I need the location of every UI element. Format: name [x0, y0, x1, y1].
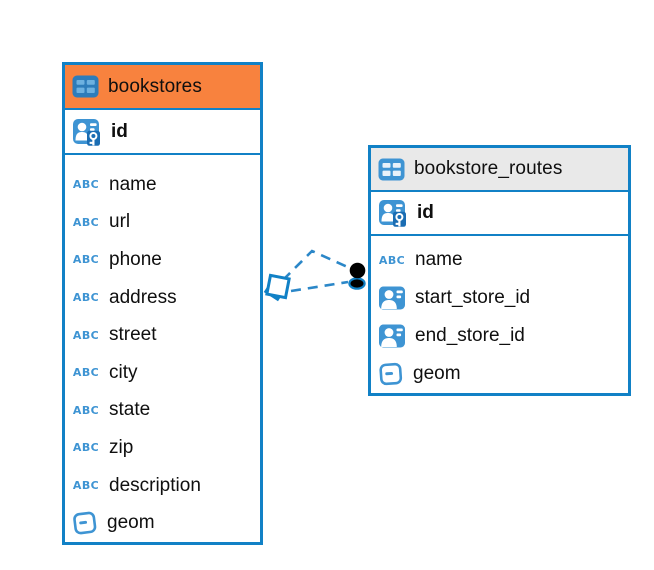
table-bookstore-routes[interactable]: bookstore_routes id ABC name [368, 145, 631, 396]
column-label: geom [107, 512, 155, 534]
column-row-id[interactable]: id [65, 110, 260, 155]
table-header-bookstores[interactable]: bookstores [65, 65, 260, 110]
column-label: start_store_id [415, 287, 531, 308]
column-row-start-store-id[interactable]: start_store_id [371, 279, 628, 317]
text-type-icon: ABC [72, 215, 100, 229]
column-row-geom[interactable]: geom [65, 504, 260, 542]
column-label: address [109, 286, 177, 308]
column-label: url [109, 211, 131, 233]
text-type-icon: ABC [378, 253, 406, 267]
relationship-target-marker[interactable] [348, 262, 366, 290]
column-row-address[interactable]: ABC address [65, 279, 260, 317]
table-bookstores[interactable]: bookstores id ABC name ABC [62, 62, 263, 545]
text-type-icon: ABC [72, 253, 100, 267]
relationship-line-1[interactable] [282, 249, 353, 281]
column-label: zip [109, 436, 134, 458]
column-label: state [109, 399, 151, 421]
column-list: ABC name start_store_id [371, 236, 628, 393]
column-label: street [109, 324, 157, 346]
column-list: ABC name ABC url ABC phone ABC address A… [65, 155, 260, 542]
text-type-icon: ABC [72, 366, 100, 380]
relationship-line-2[interactable] [290, 280, 349, 293]
column-label: name [415, 249, 463, 270]
text-type-icon: ABC [72, 479, 100, 493]
table-name: bookstore_routes [414, 158, 563, 179]
column-label: phone [109, 248, 162, 270]
column-row-city[interactable]: ABC city [65, 354, 260, 392]
geometry-type-icon [73, 511, 97, 535]
geometry-type-icon [379, 362, 403, 386]
table-icon [72, 75, 99, 98]
text-type-icon: ABC [72, 328, 100, 342]
column-row-description[interactable]: ABC description [65, 467, 260, 505]
foreign-key-icon [379, 286, 405, 310]
column-label: id [417, 202, 434, 223]
table-name: bookstores [108, 75, 202, 97]
column-label: name [109, 173, 157, 195]
column-row-url[interactable]: ABC url [65, 204, 260, 242]
column-row-end-store-id[interactable]: end_store_id [371, 317, 628, 355]
text-type-icon: ABC [72, 403, 100, 417]
foreign-key-icon [379, 324, 405, 348]
table-header-bookstore-routes[interactable]: bookstore_routes [371, 148, 628, 192]
text-type-icon: ABC [72, 291, 100, 305]
primary-key-icon [379, 200, 406, 227]
column-row-zip[interactable]: ABC zip [65, 429, 260, 467]
column-label: city [109, 361, 138, 383]
column-row-name[interactable]: ABC name [371, 241, 628, 279]
column-row-phone[interactable]: ABC phone [65, 241, 260, 279]
column-row-street[interactable]: ABC street [65, 316, 260, 354]
column-row-state[interactable]: ABC state [65, 392, 260, 430]
column-label: id [111, 120, 128, 142]
relationship-source-marker[interactable] [263, 273, 291, 302]
text-type-icon: ABC [72, 178, 100, 192]
primary-key-icon [73, 118, 100, 146]
column-row-geom[interactable]: geom [371, 355, 628, 393]
column-label: description [109, 474, 201, 496]
column-label: end_store_id [415, 325, 525, 346]
column-row-id[interactable]: id [371, 192, 628, 236]
column-label: geom [413, 363, 461, 384]
table-icon [378, 158, 405, 180]
text-type-icon: ABC [72, 441, 100, 455]
column-row-name[interactable]: ABC name [65, 166, 260, 204]
